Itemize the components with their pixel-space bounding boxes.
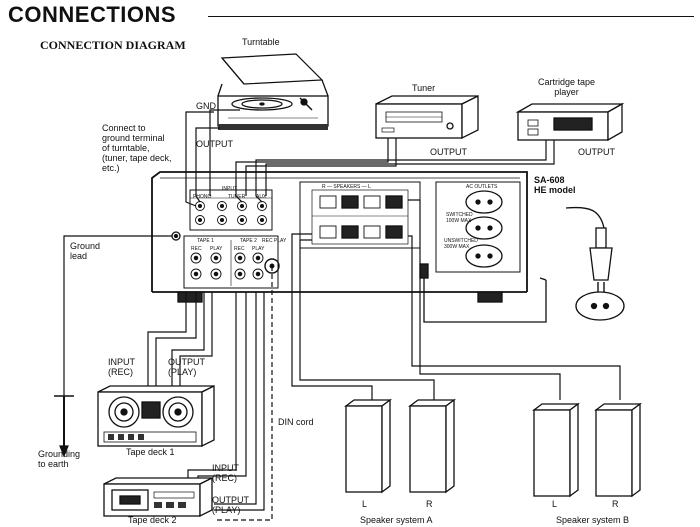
cartridge-player-device bbox=[515, 102, 625, 142]
panel-play1-label: PLAY bbox=[210, 246, 223, 252]
panel-input-label: INPUT bbox=[222, 186, 237, 192]
tape-jacks bbox=[190, 252, 280, 280]
panel-recplay-label: REC PLAY bbox=[262, 238, 287, 244]
panel-unswitched-label: UNSWITCHED 300W MAX bbox=[444, 238, 478, 250]
panel-tuner-label: TUNER bbox=[228, 194, 246, 200]
panel-switched-label: SWITCHED 100W MAX bbox=[446, 212, 473, 224]
title-rule bbox=[208, 16, 694, 17]
turntable-device bbox=[217, 53, 329, 130]
speaker-a-right bbox=[408, 398, 456, 494]
tuner-output-label: OUTPUT bbox=[430, 147, 467, 157]
power-plug bbox=[575, 227, 625, 321]
amplifier-rear-panel bbox=[151, 171, 528, 303]
speaker-b-left bbox=[532, 402, 580, 498]
panel-play2-label: PLAY bbox=[252, 246, 265, 252]
gnd-label: GND bbox=[196, 101, 216, 111]
deck2-output-label: OUTPUT (PLAY) bbox=[212, 495, 249, 515]
turntable-output-label: OUTPUT bbox=[196, 139, 233, 149]
panel-tape1-label: TAPE 1 bbox=[197, 238, 214, 244]
speaker-b-right bbox=[594, 402, 642, 498]
din-cord bbox=[214, 266, 273, 521]
grounding-label: Grounding to earth bbox=[38, 449, 81, 469]
tape-deck-1-device bbox=[97, 384, 215, 448]
tape-deck-2-device bbox=[103, 476, 213, 518]
speaker-a-r-label: R bbox=[426, 499, 433, 509]
tuner-label: Tuner bbox=[412, 83, 436, 93]
diagram-title: CONNECTION DIAGRAM bbox=[40, 38, 186, 52]
signal-cables bbox=[54, 109, 621, 511]
panel-tape2-label: TAPE 2 bbox=[240, 238, 257, 244]
deck1-output-label: OUTPUT (PLAY) bbox=[168, 357, 205, 377]
speaker-b-l-label: L bbox=[552, 499, 558, 509]
input-jacks bbox=[195, 201, 267, 225]
din-cord-label: DIN cord bbox=[278, 417, 314, 427]
deck2-input-label: INPUT (REC) bbox=[212, 463, 239, 483]
turntable-label: Turntable bbox=[242, 37, 280, 47]
ground-lead-label: Ground lead bbox=[70, 241, 101, 261]
speaker-b-r-label: R bbox=[612, 499, 619, 509]
panel-rec1-label: REC bbox=[191, 246, 202, 252]
amplifier-model-label: SA-608 HE model bbox=[534, 175, 576, 195]
tuner-device bbox=[375, 94, 479, 140]
panel-rec2-label: REC bbox=[234, 246, 245, 252]
panel-ac-outlets-label: AC OUTLETS bbox=[466, 184, 498, 190]
speaker-a-label: Speaker system A bbox=[360, 515, 433, 525]
speaker-terminals bbox=[312, 195, 408, 239]
panel-aux-label: AUX bbox=[256, 194, 267, 200]
speaker-b-label: Speaker system B bbox=[556, 515, 630, 525]
ac-outlets bbox=[465, 190, 503, 268]
ground-note: Connect to ground terminal of turntable,… bbox=[102, 123, 172, 173]
panel-phono-label: PHONO bbox=[193, 194, 212, 200]
cartridge-player-label: Cartridge tape player bbox=[538, 77, 596, 97]
panel-speakers-label: R — SPEAKERS — L bbox=[322, 184, 371, 190]
tape-deck-2-label: Tape deck 2 bbox=[128, 515, 177, 525]
speaker-a-l-label: L bbox=[362, 499, 368, 509]
tape-deck-1-label: Tape deck 1 bbox=[126, 447, 175, 457]
cartridge-output-label: OUTPUT bbox=[578, 147, 615, 157]
speaker-a-left bbox=[344, 398, 392, 494]
deck1-input-label: INPUT (REC) bbox=[108, 357, 135, 377]
page-title: CONNECTIONS bbox=[8, 2, 177, 27]
